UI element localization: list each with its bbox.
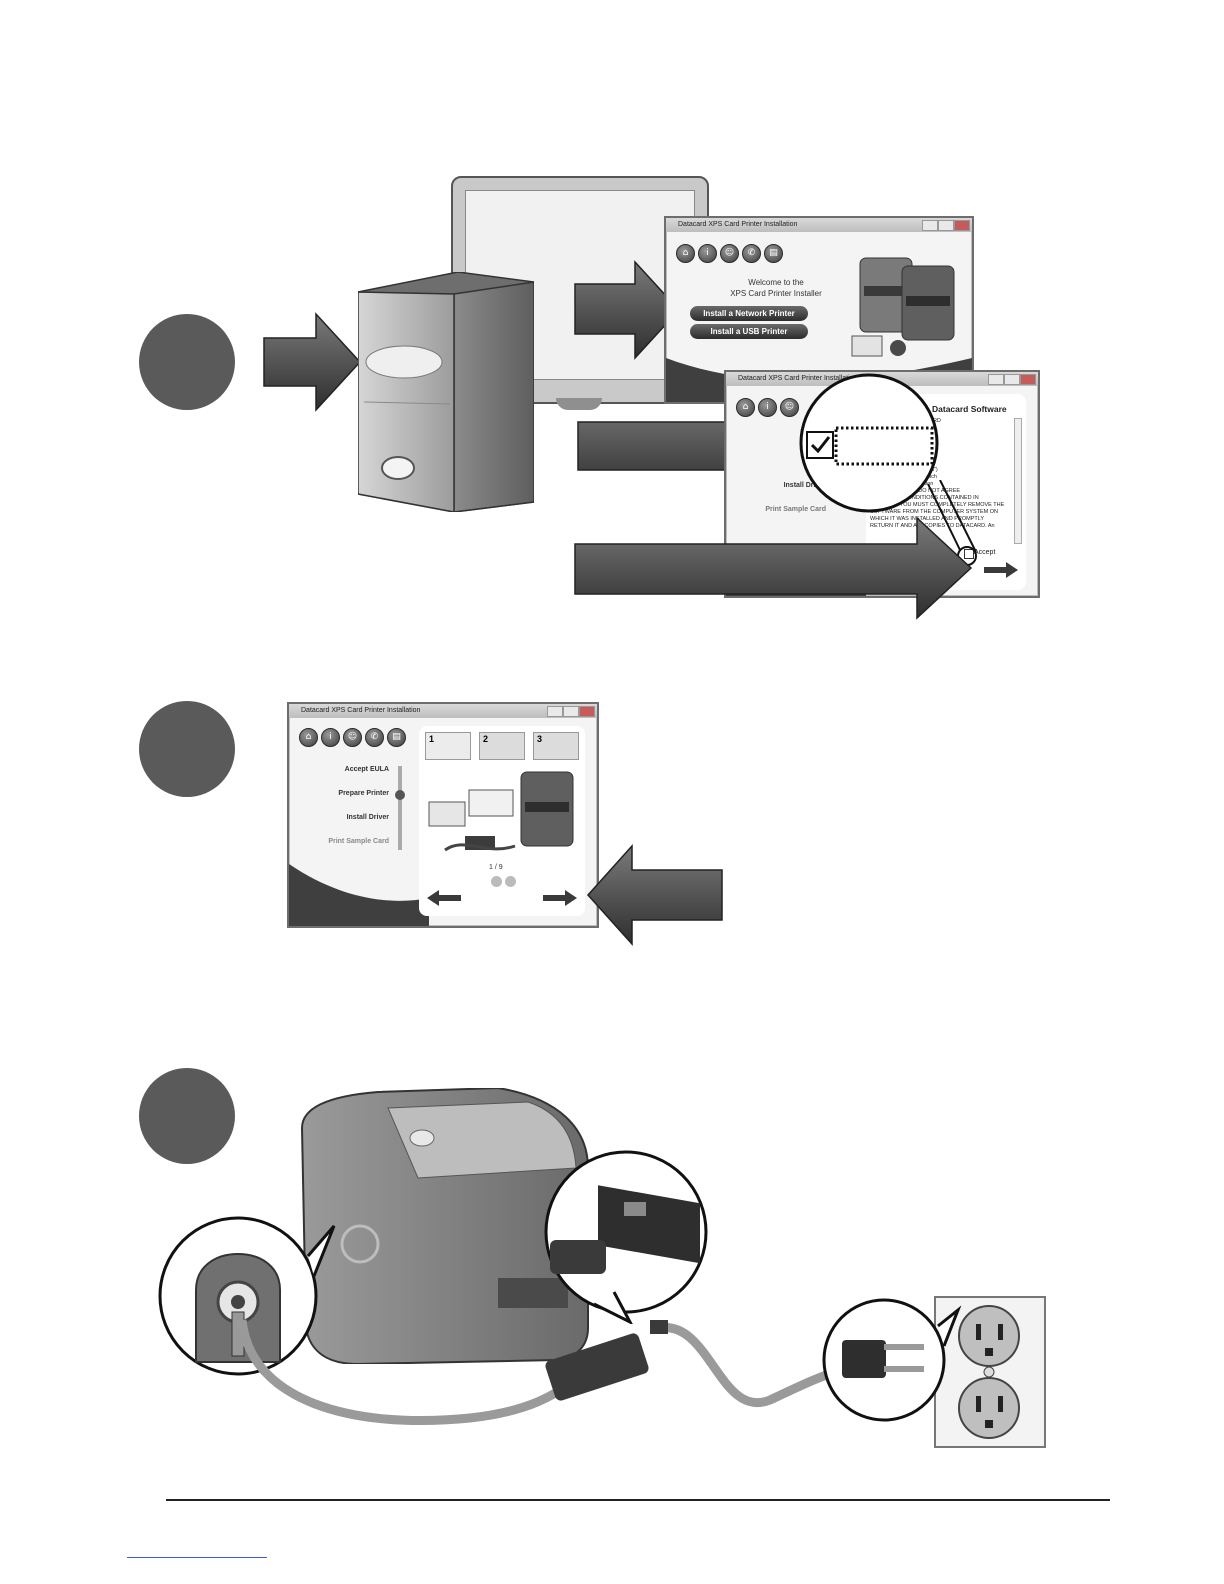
plug-callout [822, 1298, 962, 1422]
back-arrow-icon[interactable] [427, 890, 461, 906]
arrow-to-next-button-step2 [586, 844, 723, 946]
home-icon[interactable]: ⌂ [736, 398, 755, 417]
install-usb-printer-button[interactable]: Install a USB Printer [690, 324, 808, 339]
window-title: Datacard XPS Card Printer Installation [678, 221, 798, 228]
eula-line: TERMS AND CONDITIONS CONTAINED IN [870, 495, 979, 501]
minimize-button[interactable] [547, 706, 563, 717]
footer-link-underline[interactable] [127, 1557, 267, 1558]
install-network-printer-button[interactable]: Install a Network Printer [690, 306, 808, 321]
minimize-button[interactable] [988, 374, 1004, 385]
minimize-button[interactable] [922, 220, 938, 231]
toolbar: ⌂ i ☺ [736, 398, 799, 417]
step-prepare-printer: Prepare Printer [338, 790, 389, 797]
power-cable [237, 1319, 844, 1425]
eula-line: RETURN IT AND ALL COPIES TO DATACARD. An [870, 523, 995, 529]
progress-indicator [395, 790, 405, 800]
home-icon[interactable]: ⌂ [299, 728, 318, 747]
accept-label: Accept [974, 549, 996, 556]
window-swoosh [289, 864, 429, 926]
step-1-marker [139, 314, 235, 410]
card-printer-illustration [300, 1088, 589, 1364]
thumbnail-2[interactable]: 2 [479, 732, 525, 760]
eula-line: SOFTWARE FROM THE COMPUTER SYSTEM ON [870, 509, 999, 515]
play-button[interactable] [491, 876, 502, 887]
user-icon[interactable]: ☺ [720, 244, 739, 263]
home-icon[interactable]: ⌂ [676, 244, 695, 263]
close-button[interactable] [954, 220, 970, 231]
phone-icon[interactable]: ✆ [742, 244, 761, 263]
page-indicator: 1 / 9 [489, 864, 503, 871]
eula-scrollbar[interactable] [1014, 418, 1022, 544]
power-supply-callout [544, 1150, 708, 1324]
close-button[interactable] [1020, 374, 1036, 385]
footer-rule [166, 1499, 1110, 1501]
printer-kit-illustration [428, 771, 574, 852]
magnifier-checkbox-callout [799, 373, 939, 513]
user-icon[interactable]: ☺ [780, 398, 799, 417]
phone-icon[interactable]: ✆ [365, 728, 384, 747]
window-titlebar: Datacard XPS Card Printer Installation [289, 704, 597, 718]
arrow-to-next-button [574, 516, 973, 620]
eula-heading: Datacard Software [932, 404, 1007, 414]
outlet-sockets [958, 1305, 1020, 1439]
maximize-button[interactable] [1004, 374, 1020, 385]
step-install-driver: Install Driver [346, 814, 389, 821]
info-icon[interactable]: i [698, 244, 717, 263]
arrow-to-computer [263, 312, 362, 412]
installer-prepare-window: Datacard XPS Card Printer Installation ⌂… [287, 702, 599, 928]
step-3-marker [139, 1068, 235, 1164]
step-install-driver: Install Driver [783, 482, 826, 489]
eula-line: WHICH IT WAS INSTALLED AND PROMPTLY [870, 516, 985, 522]
step-print-sample-card: Print Sample Card [328, 838, 389, 845]
arrow-to-installer [574, 260, 681, 360]
step-2-marker [139, 701, 235, 797]
window-title: Datacard XPS Card Printer Installation [738, 375, 858, 382]
power-port-callout [158, 1216, 336, 1376]
instructions-panel: 1 2 3 1 / 9 [419, 726, 585, 916]
toolbar: ⌂ i ☺ ✆ ▤ [299, 728, 406, 747]
maximize-button[interactable] [563, 706, 579, 717]
progress-track [398, 766, 402, 850]
trash-icon[interactable]: ▤ [387, 728, 406, 747]
welcome-line-2: XPS Card Printer Installer [730, 289, 822, 298]
thumbnail-3[interactable]: 3 [533, 732, 579, 760]
step-print-sample-card: Print Sample Card [765, 506, 826, 513]
next-arrow-icon[interactable] [984, 562, 1018, 578]
pause-button[interactable] [505, 876, 516, 887]
thumbnail-1[interactable]: 1 [425, 732, 471, 760]
printer-illustration [851, 257, 955, 357]
maximize-button[interactable] [938, 220, 954, 231]
checked-checkbox-icon [806, 431, 834, 459]
next-arrow-icon[interactable] [543, 890, 577, 906]
close-button[interactable] [579, 706, 595, 717]
info-icon[interactable]: i [758, 398, 777, 417]
trash-icon[interactable]: ▤ [764, 244, 783, 263]
accept-checkbox[interactable] [964, 549, 974, 559]
window-titlebar: Datacard XPS Card Printer Installation [666, 218, 972, 232]
monitor-stand [556, 398, 602, 410]
window-title: Datacard XPS Card Printer Installation [301, 707, 421, 714]
computer-tower [358, 272, 534, 512]
info-icon[interactable]: i [321, 728, 340, 747]
step-accept-eula: Accept EULA [344, 766, 389, 773]
user-icon[interactable]: ☺ [343, 728, 362, 747]
welcome-line-1: Welcome to the [748, 278, 804, 287]
toolbar: ⌂ i ☺ ✆ ▤ [676, 244, 783, 263]
